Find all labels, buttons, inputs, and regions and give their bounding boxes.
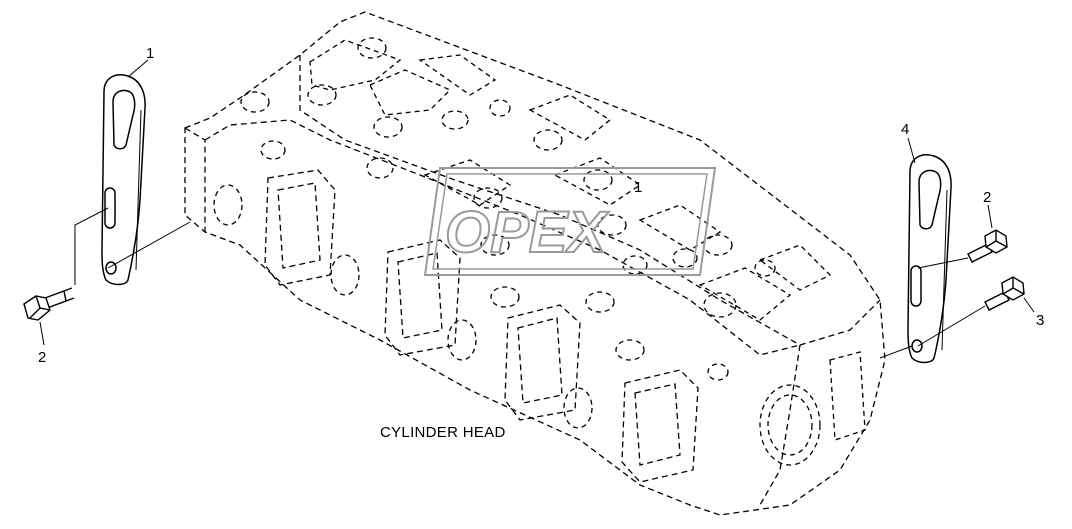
callouts: 1 2 4 2 3 1	[38, 45, 1044, 366]
bolt-right-lower	[984, 276, 1025, 311]
callout-bracket-left: 1	[146, 45, 154, 62]
cylinder-head	[184, 11, 886, 516]
port-flanges	[264, 169, 699, 483]
watermark-text: OPEX	[445, 200, 609, 265]
opex-watermark: OPEX	[423, 167, 717, 276]
front-bosses	[213, 184, 866, 466]
top-deck-details	[240, 37, 832, 381]
callout-bracket-right: 4	[901, 121, 909, 138]
diagram-caption: CYLINDER HEAD	[380, 424, 506, 441]
callout-bolt-right-lower: 3	[1036, 312, 1044, 329]
bolt-left	[23, 287, 75, 321]
bolt-right-upper	[967, 229, 1008, 263]
leader-lines	[39, 59, 1035, 359]
bracket-right	[907, 154, 952, 364]
callout-bolt-left: 2	[38, 349, 46, 366]
callout-bolt-right-upper: 2	[983, 189, 991, 206]
callout-watermark-part: 1	[634, 179, 642, 196]
bracket-left	[101, 74, 146, 286]
